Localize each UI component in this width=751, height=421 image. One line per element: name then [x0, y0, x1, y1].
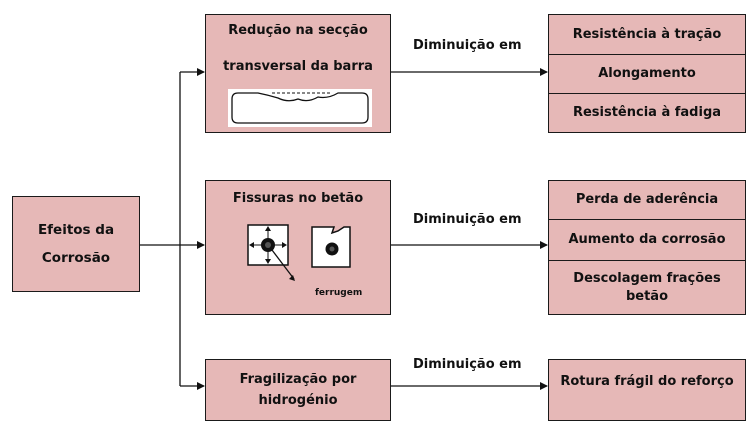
results-2-divider-2 — [549, 260, 745, 261]
arrow-label-1: Diminuição em — [413, 38, 522, 53]
results-box-section-reduction: Resistência à tração Alongamento Resistê… — [548, 14, 746, 133]
source-label-line2: Corrosão — [41, 250, 111, 266]
effect-3-title-line2: hidrogénio — [258, 393, 338, 409]
effect-2-title: Fissuras no betão — [232, 191, 364, 207]
arrow-label-2: Diminuição em — [413, 212, 522, 227]
results-box-concrete-cracks: Perda de aderência Aumento da corrosão D… — [548, 180, 746, 315]
result-tensile-strength: Resistência à tração — [572, 26, 722, 42]
bar-section-icon — [228, 89, 372, 127]
crack-rust-icon — [247, 224, 351, 281]
result-fatigue-strength: Resistência à fadiga — [572, 105, 722, 121]
results-1-divider-1 — [549, 54, 745, 55]
source-box: Efeitos da Corrosão — [12, 196, 140, 292]
result-concrete-spalling: Descolagem frações betão — [573, 271, 721, 304]
effect-1-title-line2: transversal da barra — [223, 59, 373, 75]
effect-box-hydrogen-embrittlement: Fragilização por hidrogénio — [205, 359, 391, 421]
result-elongation: Alongamento — [598, 66, 696, 82]
result-bond-loss: Perda de aderência — [575, 192, 719, 208]
effect-1-title-line1: Redução na secção — [228, 23, 368, 39]
effect-3-title-line1: Fragilização por — [239, 372, 357, 388]
arrow-label-3: Diminuição em — [413, 357, 522, 372]
result-corrosion-increase: Aumento da corrosão — [568, 232, 726, 248]
effect-box-concrete-cracks: Fissuras no betão ferrugem — [205, 180, 391, 315]
results-2-divider-1 — [549, 219, 745, 220]
results-1-divider-2 — [549, 93, 745, 94]
rust-label: ferrugem — [315, 288, 363, 298]
effect-box-section-reduction: Redução na secção transversal da barra — [205, 14, 391, 133]
source-label-line1: Efeitos da — [37, 221, 115, 238]
results-box-hydrogen-embrittlement: Rotura frágil do reforço — [548, 359, 746, 421]
result-brittle-rupture: Rotura frágil do reforço — [560, 374, 734, 390]
